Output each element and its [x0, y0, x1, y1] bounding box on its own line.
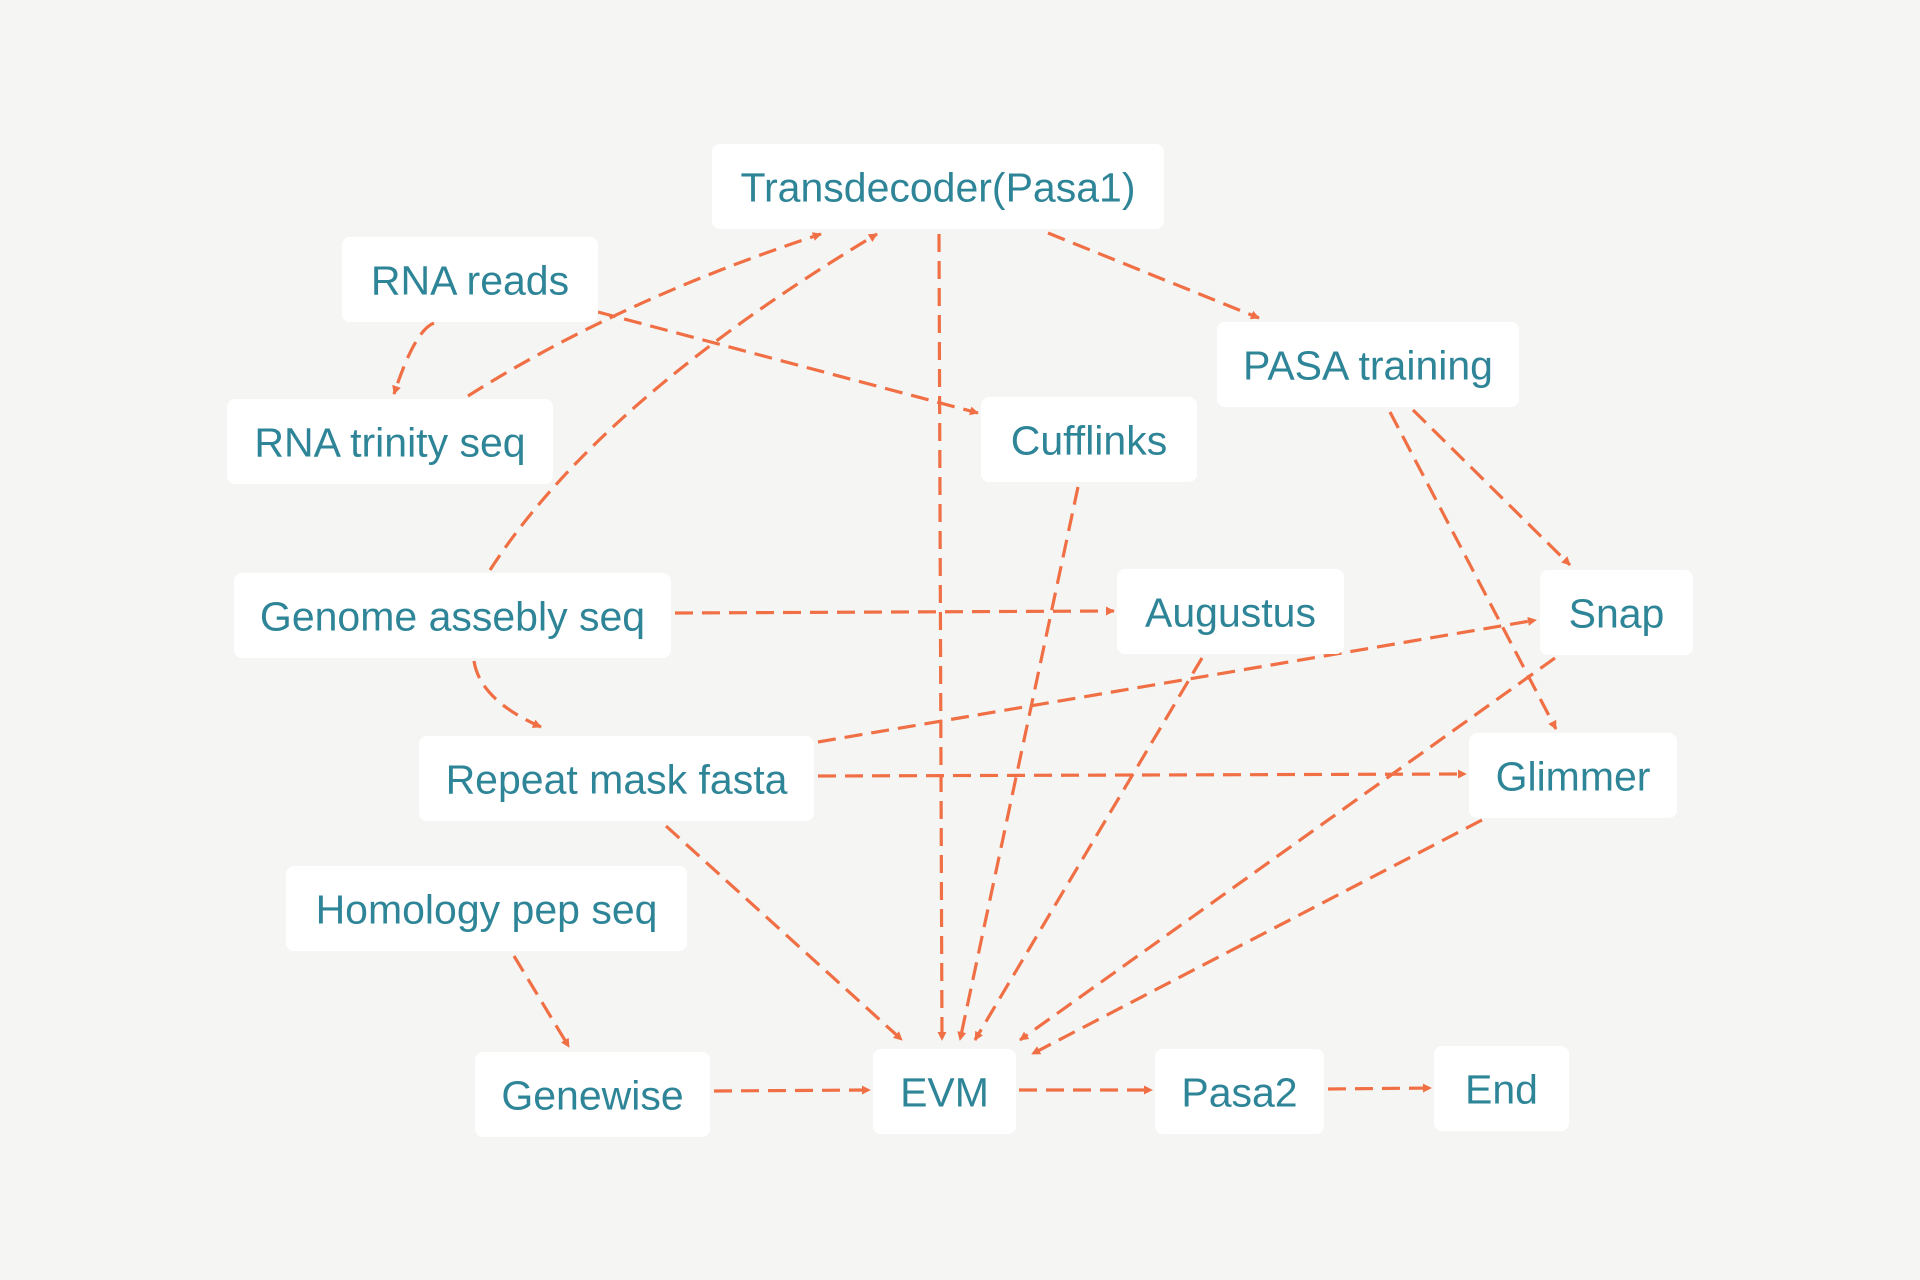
edge-pasa2-to-end — [1327, 1083, 1432, 1093]
node-glimmer: Glimmer — [1469, 733, 1677, 818]
edge-pasa-training-to-snap — [1411, 408, 1572, 567]
node-glimmer-box — [1469, 733, 1677, 818]
node-genewise-label: Genewise — [501, 1073, 683, 1119]
node-homology: Homology pep seq — [286, 866, 687, 951]
edge-repeat-mask-to-snap — [817, 616, 1537, 744]
node-rna-trinity-label: RNA trinity seq — [254, 420, 525, 466]
node-transdecoder-label: Transdecoder(Pasa1) — [740, 165, 1135, 211]
node-evm-box — [873, 1049, 1016, 1134]
node-homology-box — [286, 866, 687, 951]
edge-repeat-mask-to-glimmer — [817, 769, 1467, 779]
node-snap: Snap — [1540, 570, 1693, 655]
node-cufflinks-box — [981, 397, 1197, 482]
node-repeat-mask-label: Repeat mask fasta — [446, 757, 788, 803]
edge-snap-to-evm — [1019, 656, 1556, 1042]
node-genome-label: Genome assebly seq — [260, 594, 645, 640]
node-repeat-mask-box — [419, 736, 814, 821]
node-evm: EVM — [873, 1049, 1016, 1134]
edge-rna-reads-to-cufflinks — [597, 310, 979, 416]
node-augustus-box — [1117, 569, 1344, 654]
node-snap-box — [1540, 570, 1693, 655]
node-end-box — [1434, 1046, 1569, 1131]
node-genome: Genome assebly seq — [234, 573, 671, 658]
node-genewise: Genewise — [475, 1052, 710, 1137]
edge-homology-to-genewise — [512, 955, 571, 1048]
edge-augustus-to-evm — [973, 657, 1204, 1041]
node-pasa2-box — [1155, 1049, 1324, 1134]
node-rna-trinity: RNA trinity seq — [227, 399, 553, 484]
edge-transdecoder-to-pasa-training — [1047, 231, 1260, 320]
edge-repeat-mask-to-evm — [664, 824, 904, 1042]
node-end: End — [1434, 1046, 1569, 1131]
node-repeat-mask: Repeat mask fasta — [419, 736, 814, 821]
node-rna-reads: RNA reads — [342, 237, 598, 322]
edge-genome-to-repeat-mask — [472, 660, 542, 729]
edge-rna-reads-to-rna-trinity — [392, 321, 435, 395]
edge-transdecoder-to-evm — [937, 233, 947, 1041]
edge-genome-to-transdecoder — [488, 232, 878, 571]
node-pasa-training-label: PASA training — [1243, 343, 1493, 389]
node-evm-label: EVM — [900, 1070, 989, 1116]
edge-genome-to-augustus — [674, 606, 1115, 616]
node-rna-reads-box — [342, 237, 598, 322]
node-snap-label: Snap — [1569, 591, 1665, 637]
edge-pasa-training-to-glimmer — [1388, 411, 1558, 730]
node-cufflinks: Cufflinks — [981, 397, 1197, 482]
node-augustus: Augustus — [1117, 569, 1344, 654]
node-transdecoder-box — [712, 144, 1164, 229]
node-transdecoder: Transdecoder(Pasa1) — [712, 144, 1164, 229]
node-rna-reads-label: RNA reads — [371, 258, 569, 304]
edge-genewise-to-evm — [713, 1085, 871, 1095]
node-cufflinks-label: Cufflinks — [1011, 418, 1167, 464]
node-rna-trinity-box — [227, 399, 553, 484]
edge-glimmer-to-evm — [1031, 818, 1483, 1056]
edge-rna-trinity-to-transdecoder — [467, 232, 822, 398]
node-homology-label: Homology pep seq — [316, 887, 658, 933]
edge-cufflinks-to-evm — [957, 486, 1080, 1041]
node-end-label: End — [1465, 1067, 1538, 1113]
node-genewise-box — [475, 1052, 710, 1137]
node-pasa2: Pasa2 — [1155, 1049, 1324, 1134]
node-glimmer-label: Glimmer — [1496, 754, 1651, 800]
node-pasa2-label: Pasa2 — [1181, 1070, 1297, 1116]
node-genome-box — [234, 573, 671, 658]
node-pasa-training: PASA training — [1217, 322, 1519, 407]
edges-layer — [392, 231, 1572, 1095]
node-augustus-label: Augustus — [1145, 590, 1316, 636]
node-pasa-training-box — [1217, 322, 1519, 407]
